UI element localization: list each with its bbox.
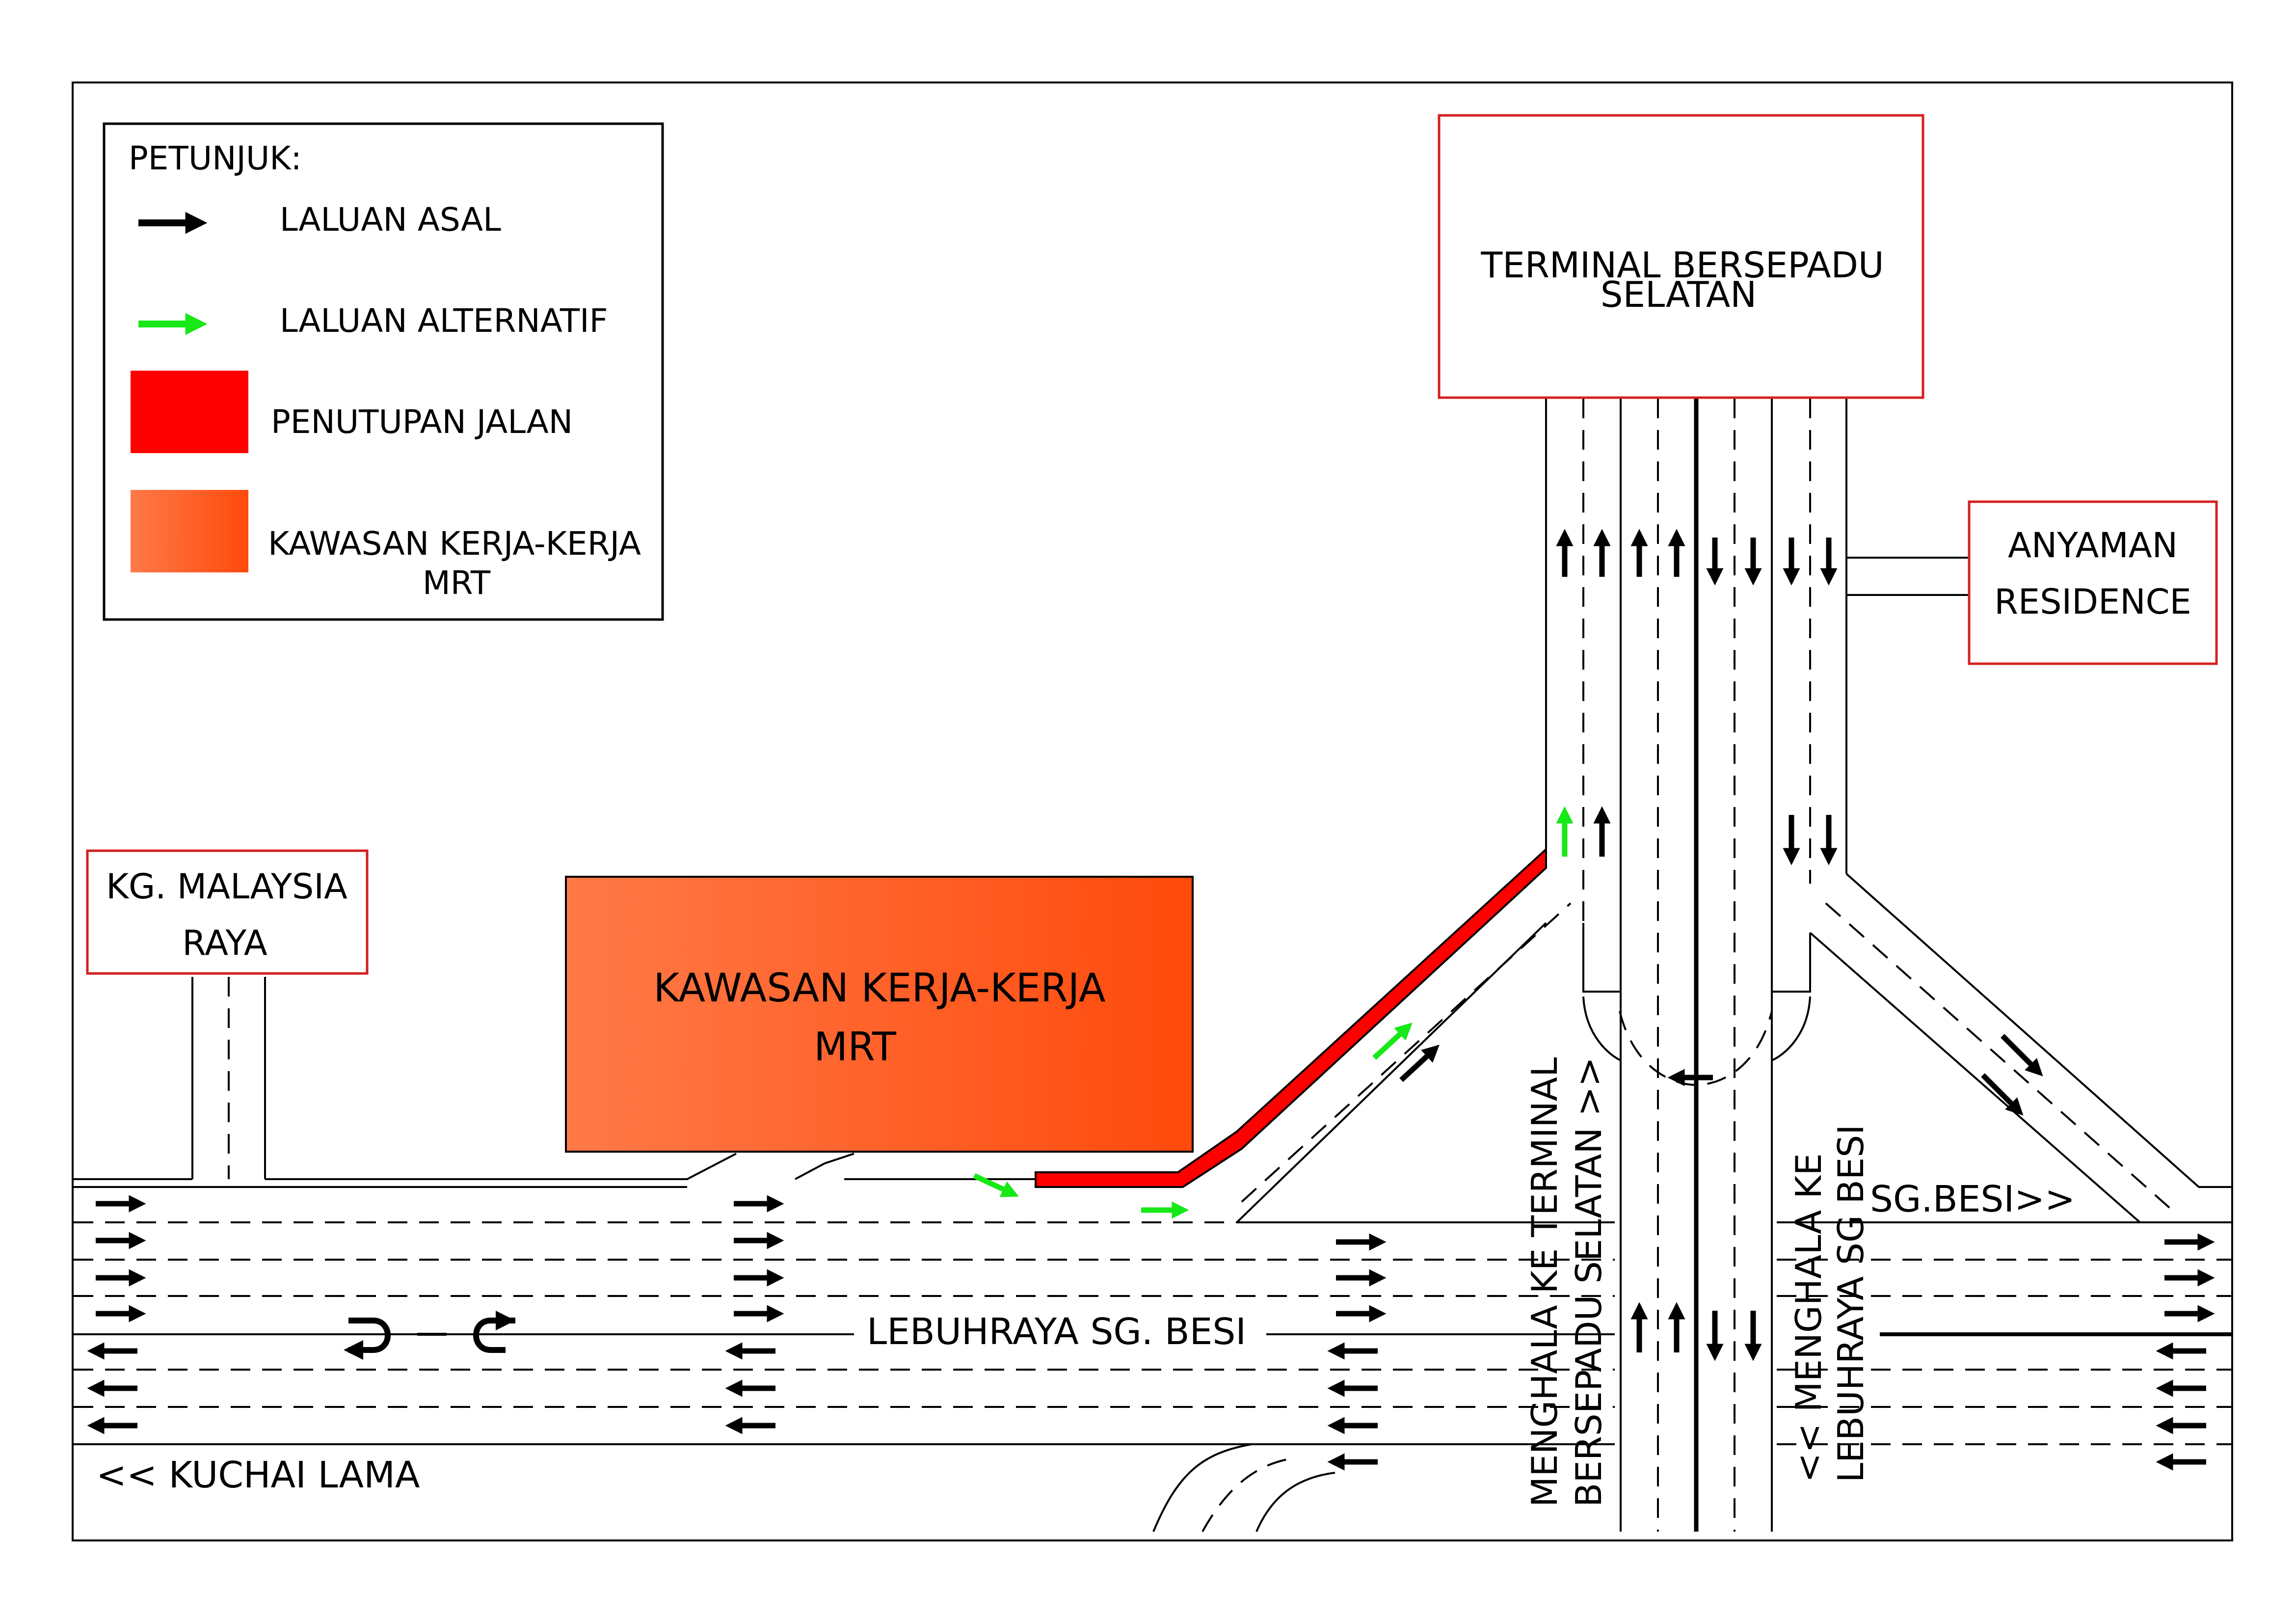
road-closure-segment: [1035, 847, 1547, 1188]
legend-orange-swatch: [131, 490, 248, 572]
alternate-arrow: [973, 1173, 1019, 1197]
kg-malaysia-label: KG. MALAYSIA: [106, 866, 347, 907]
traffic-arrows: [87, 529, 2215, 1471]
anyaman-box: [1968, 500, 2218, 665]
legend-label-road-closure: PENUTUPAN JALAN: [271, 403, 573, 441]
legend-label-mrt-area-line2: MRT: [423, 564, 491, 602]
legend: PETUNJUK: LALUAN ASAL LALUAN ALTERNATIF …: [103, 122, 664, 621]
terminal-label-line2: SELATAN: [1601, 274, 1757, 315]
lane-arrow-southeast: [1981, 1073, 2024, 1116]
kg-malaysia-box: [86, 849, 369, 975]
to-highway-label-line2: LEBUHRAYA SG BESI: [1830, 1125, 1871, 1483]
terminal-label: TERMINAL BERSEPADU: [1480, 244, 1884, 286]
mrt-works-area: [565, 876, 1194, 1153]
mrt-works-label-line2: MRT: [814, 1024, 897, 1070]
kuchai-label: << KUCHAI LAMA: [96, 1454, 420, 1496]
legend-title: PETUNJUK:: [129, 139, 302, 177]
anyaman-label-line2: RESIDENCE: [1994, 582, 2191, 622]
terminal-box: [1438, 114, 1924, 399]
legend-label-mrt-area: KAWASAN KERJA-KERJA: [268, 525, 641, 563]
legend-label-alternate-route: LALUAN ALTERNATIF: [280, 302, 608, 340]
lane-arrow-southeast: [2001, 1034, 2043, 1077]
anyaman-label: ANYAMAN: [2008, 525, 2178, 566]
kg-malaysia-label-line2: RAYA: [182, 923, 267, 963]
u-turn-icon-right: [473, 1311, 515, 1353]
mrt-works-label: KAWASAN KERJA-KERJA: [653, 965, 1106, 1011]
highway-label: LEBUHRAYA SG. BESI: [867, 1311, 1246, 1353]
legend-label-original-route: LALUAN ASAL: [280, 201, 501, 239]
sgbesi-label: SG.BESI>>: [1870, 1178, 2075, 1220]
legend-red-swatch: [131, 371, 248, 453]
lane-arrow-northeast-alternate: [1372, 1023, 1413, 1060]
lane-arrow-northeast: [1399, 1045, 1440, 1082]
u-turn-icon: [344, 1318, 391, 1360]
to-terminal-label: MENGHALA KE TERMINAL: [1524, 1057, 1565, 1507]
road-network: [74, 399, 2232, 1532]
to-terminal-label-line2: BERSEPADU SELATAN >>: [1568, 1057, 1609, 1507]
to-highway-label: << MENGHALA KE: [1788, 1153, 1829, 1483]
